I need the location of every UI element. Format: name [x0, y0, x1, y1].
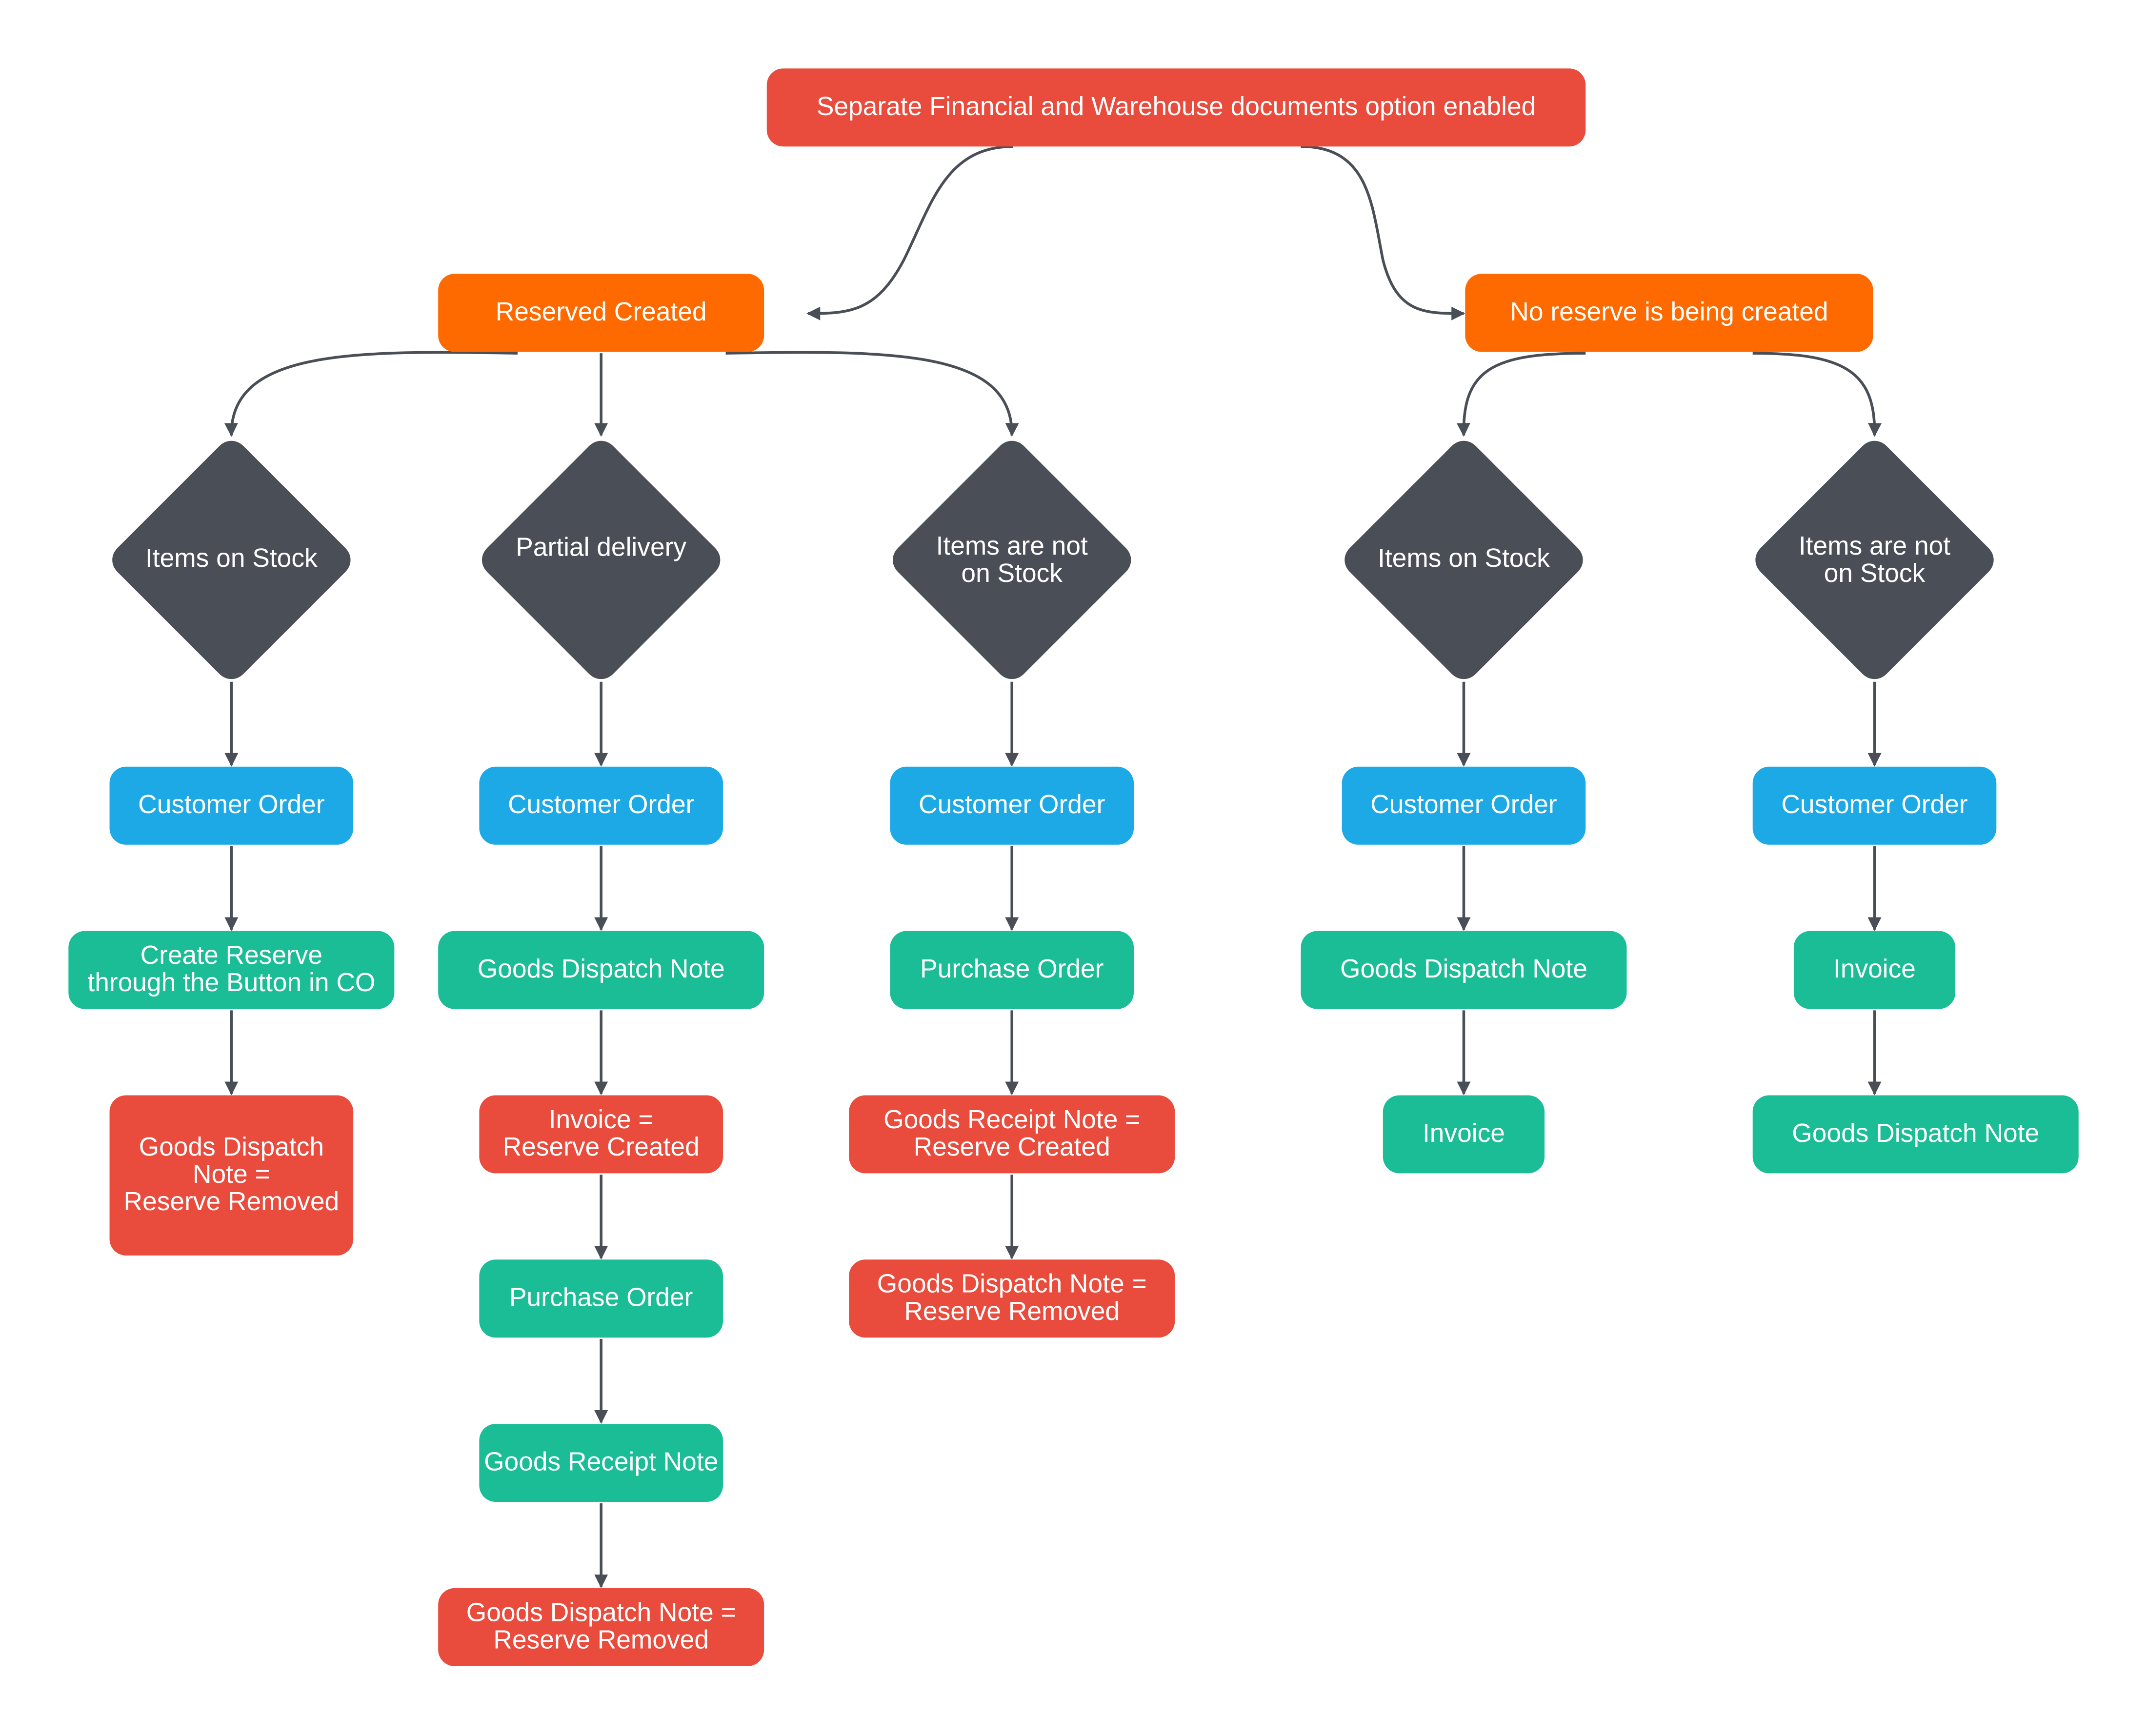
decision-label: Items on Stock	[145, 545, 318, 574]
goods-dispatch-note-node: Goods Dispatch Note	[1752, 1095, 2079, 1174]
root-node: Separate Financial and Warehouse documen…	[766, 68, 1586, 147]
goods-dispatch-reserve-removed-node: Goods Dispatch Note = Reserve Removed	[438, 1588, 764, 1666]
customer-order-node: Customer Order	[1342, 766, 1586, 845]
connector-arrow	[1456, 352, 1586, 437]
connector-arrow	[1301, 145, 1465, 320]
decision-items-not-on-stock-no-reserve: Items are not on Stock	[1750, 436, 1999, 685]
connector-arrow	[224, 351, 518, 437]
invoice-node: Invoice	[1793, 931, 1956, 1009]
decision-partial-delivery: Partial delivery	[477, 436, 726, 685]
goods-dispatch-note-node: Goods Dispatch Note	[1301, 931, 1627, 1009]
customer-order-node: Customer Order	[1752, 766, 1997, 845]
decision-items-on-stock-no-reserve: Items on Stock	[1339, 436, 1588, 685]
connector-arrow	[725, 351, 1019, 437]
create-reserve-node: Create Reserve through the Button in CO	[68, 931, 395, 1009]
decision-items-on-stock-reserved: Items on Stock	[107, 436, 356, 685]
goods-dispatch-reserve-removed-node: Goods Dispatch Note = Reserve Removed	[849, 1259, 1175, 1338]
decision-label: Partial delivery	[516, 533, 687, 562]
invoice-reserve-created-node: Invoice = Reserve Created	[479, 1095, 723, 1174]
connector-arrow	[1752, 352, 1882, 437]
customer-order-node: Customer Order	[109, 766, 354, 845]
reserved-created-node: Reserved Created	[438, 274, 764, 352]
invoice-node: Invoice	[1383, 1095, 1545, 1174]
decision-label: Items are not on Stock	[936, 532, 1088, 589]
purchase-order-node: Purchase Order	[479, 1259, 723, 1338]
customer-order-node: Customer Order	[890, 766, 1134, 845]
goods-receipt-note-node: Goods Receipt Note	[479, 1424, 723, 1502]
decision-label: Items are not on Stock	[1798, 532, 1951, 589]
decision-label: Items on Stock	[1378, 545, 1550, 574]
purchase-order-node: Purchase Order	[890, 931, 1134, 1009]
decision-items-not-on-stock-reserved: Items are not on Stock	[887, 436, 1137, 685]
no-reserve-node: No reserve is being created	[1465, 274, 1873, 352]
goods-receipt-reserve-created-node: Goods Receipt Note = Reserve Created	[849, 1095, 1175, 1174]
customer-order-node: Customer Order	[479, 766, 723, 845]
goods-dispatch-reserve-removed-node: Goods Dispatch Note = Reserve Removed	[109, 1095, 354, 1256]
connector-arrow	[806, 145, 1014, 320]
goods-dispatch-note-node: Goods Dispatch Note	[438, 931, 764, 1009]
